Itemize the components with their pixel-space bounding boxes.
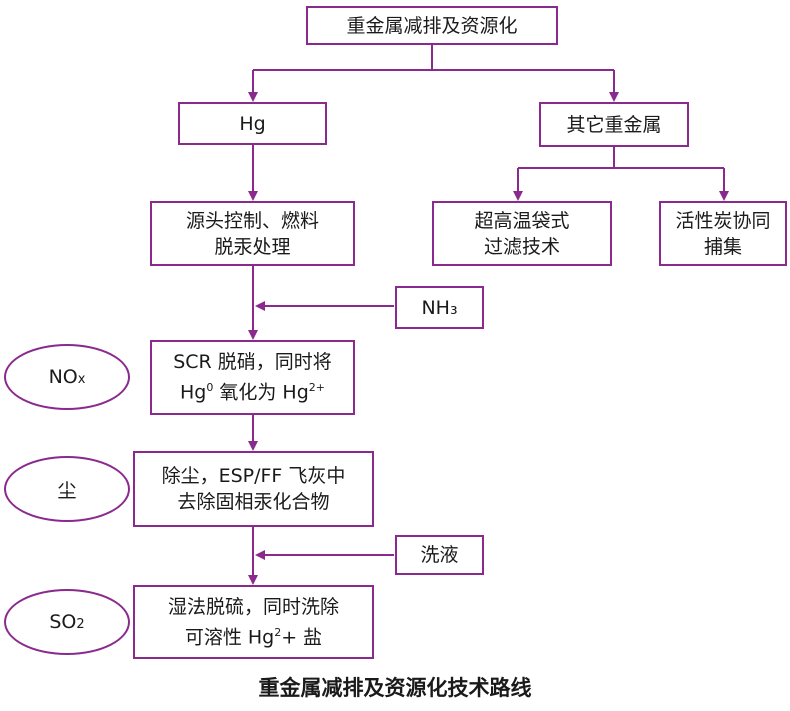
- dust-removal-line2: 去除固相汞化合物: [177, 491, 330, 513]
- scr-line1: SCR 脱硝，同时将: [173, 351, 332, 374]
- scr-sup-2plus: 2+: [308, 381, 325, 395]
- wash-node: 洗液: [395, 535, 484, 575]
- activated-carbon-line1: 活性炭协同: [675, 209, 771, 232]
- hg-node: Hg: [178, 102, 327, 145]
- other-metals-label: 其它重金属: [566, 113, 662, 136]
- nox-label: NO: [48, 366, 78, 388]
- activated-carbon-line2: 捕集: [703, 235, 742, 258]
- root-node: 重金属减排及资源化: [306, 6, 558, 45]
- scr-line2: Hg0 氧化为 Hg2+: [180, 375, 325, 405]
- source-control-line1: 源头控制、燃料: [185, 209, 319, 232]
- bag-filter-line1: 超高温袋式: [474, 209, 570, 232]
- root-label: 重金属减排及资源化: [346, 14, 518, 37]
- dust-label: 尘: [57, 479, 77, 502]
- fgd-line1: 湿法脱硫，同时洗除: [167, 595, 339, 618]
- nh3-node: NH₃: [395, 286, 484, 329]
- source-control-node: 源头控制、燃料 脱汞处理: [150, 201, 355, 266]
- so2-oval: SO2: [4, 589, 130, 655]
- scr-sup-0: 0: [206, 381, 214, 395]
- so2-subscript: 2: [76, 617, 85, 632]
- dust-removal-node: 除尘，ESP/FF 飞灰中 去除固相汞化合物: [133, 451, 374, 527]
- scr-hg-text: Hg: [179, 381, 207, 404]
- fgd-node: 湿法脱硫，同时洗除 可溶性 Hg2+ 盐: [133, 585, 374, 659]
- activated-carbon-node: 活性炭协同 捕集: [659, 201, 787, 266]
- source-control-line2: 脱汞处理: [214, 235, 291, 258]
- hg-label: Hg: [239, 112, 266, 135]
- figure-caption: 重金属减排及资源化技术路线: [258, 676, 532, 700]
- so2-label: SO: [49, 611, 77, 633]
- dust-oval: 尘: [4, 456, 130, 522]
- fgd-sup-2: 2: [274, 625, 282, 639]
- wash-label: 洗液: [420, 544, 459, 566]
- nh3-label: NH₃: [421, 296, 458, 319]
- nox-subscript: x: [77, 372, 86, 387]
- bag-filter-node: 超高温袋式 过滤技术: [432, 201, 612, 266]
- fgd-line2: 可溶性 Hg2+ 盐: [185, 620, 322, 650]
- fgd-salt-text: + 盐: [281, 626, 323, 649]
- other-metals-node: 其它重金属: [539, 102, 689, 147]
- fgd-soluble-text: 可溶性 Hg: [184, 626, 275, 649]
- dust-removal-line1: 除尘，ESP/FF 飞灰中: [161, 465, 346, 487]
- bag-filter-line2: 过滤技术: [483, 235, 560, 258]
- scr-node: SCR 脱硝，同时将 Hg0 氧化为 Hg2+: [150, 340, 355, 415]
- scr-oxidize-text: 氧化为 Hg: [213, 381, 309, 404]
- nox-oval: NOx: [4, 344, 130, 410]
